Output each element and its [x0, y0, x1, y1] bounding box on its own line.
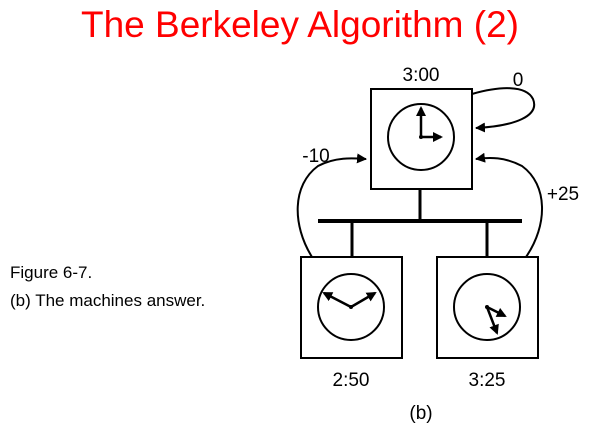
offset-label-right: +25 [547, 184, 579, 205]
clock-hand-minute [322, 291, 352, 309]
answer-arrow-right [475, 152, 543, 258]
self-loop-arrow [471, 87, 536, 133]
slide-title: The Berkeley Algorithm (2) [80, 4, 519, 45]
time-label-daemon: 3:00 [403, 65, 440, 86]
clock-hand-hour [350, 291, 377, 309]
left-machine [300, 256, 403, 359]
answer-arrow-left [296, 153, 367, 258]
subfigure-label: (b) [409, 403, 432, 424]
offset-label-left: -10 [302, 146, 329, 167]
offset-label-daemon: 0 [513, 70, 524, 91]
right-machine [436, 256, 539, 359]
clock-hand-minute [485, 306, 499, 335]
time-daemon-machine [370, 88, 473, 190]
time-label-right: 3:25 [469, 370, 506, 391]
figure-label: Figure 6-7. [10, 263, 93, 282]
figure-description: (b) The machines answer. [10, 291, 206, 310]
clock-hand-hour [486, 305, 507, 318]
time-label-left: 2:50 [333, 370, 370, 391]
